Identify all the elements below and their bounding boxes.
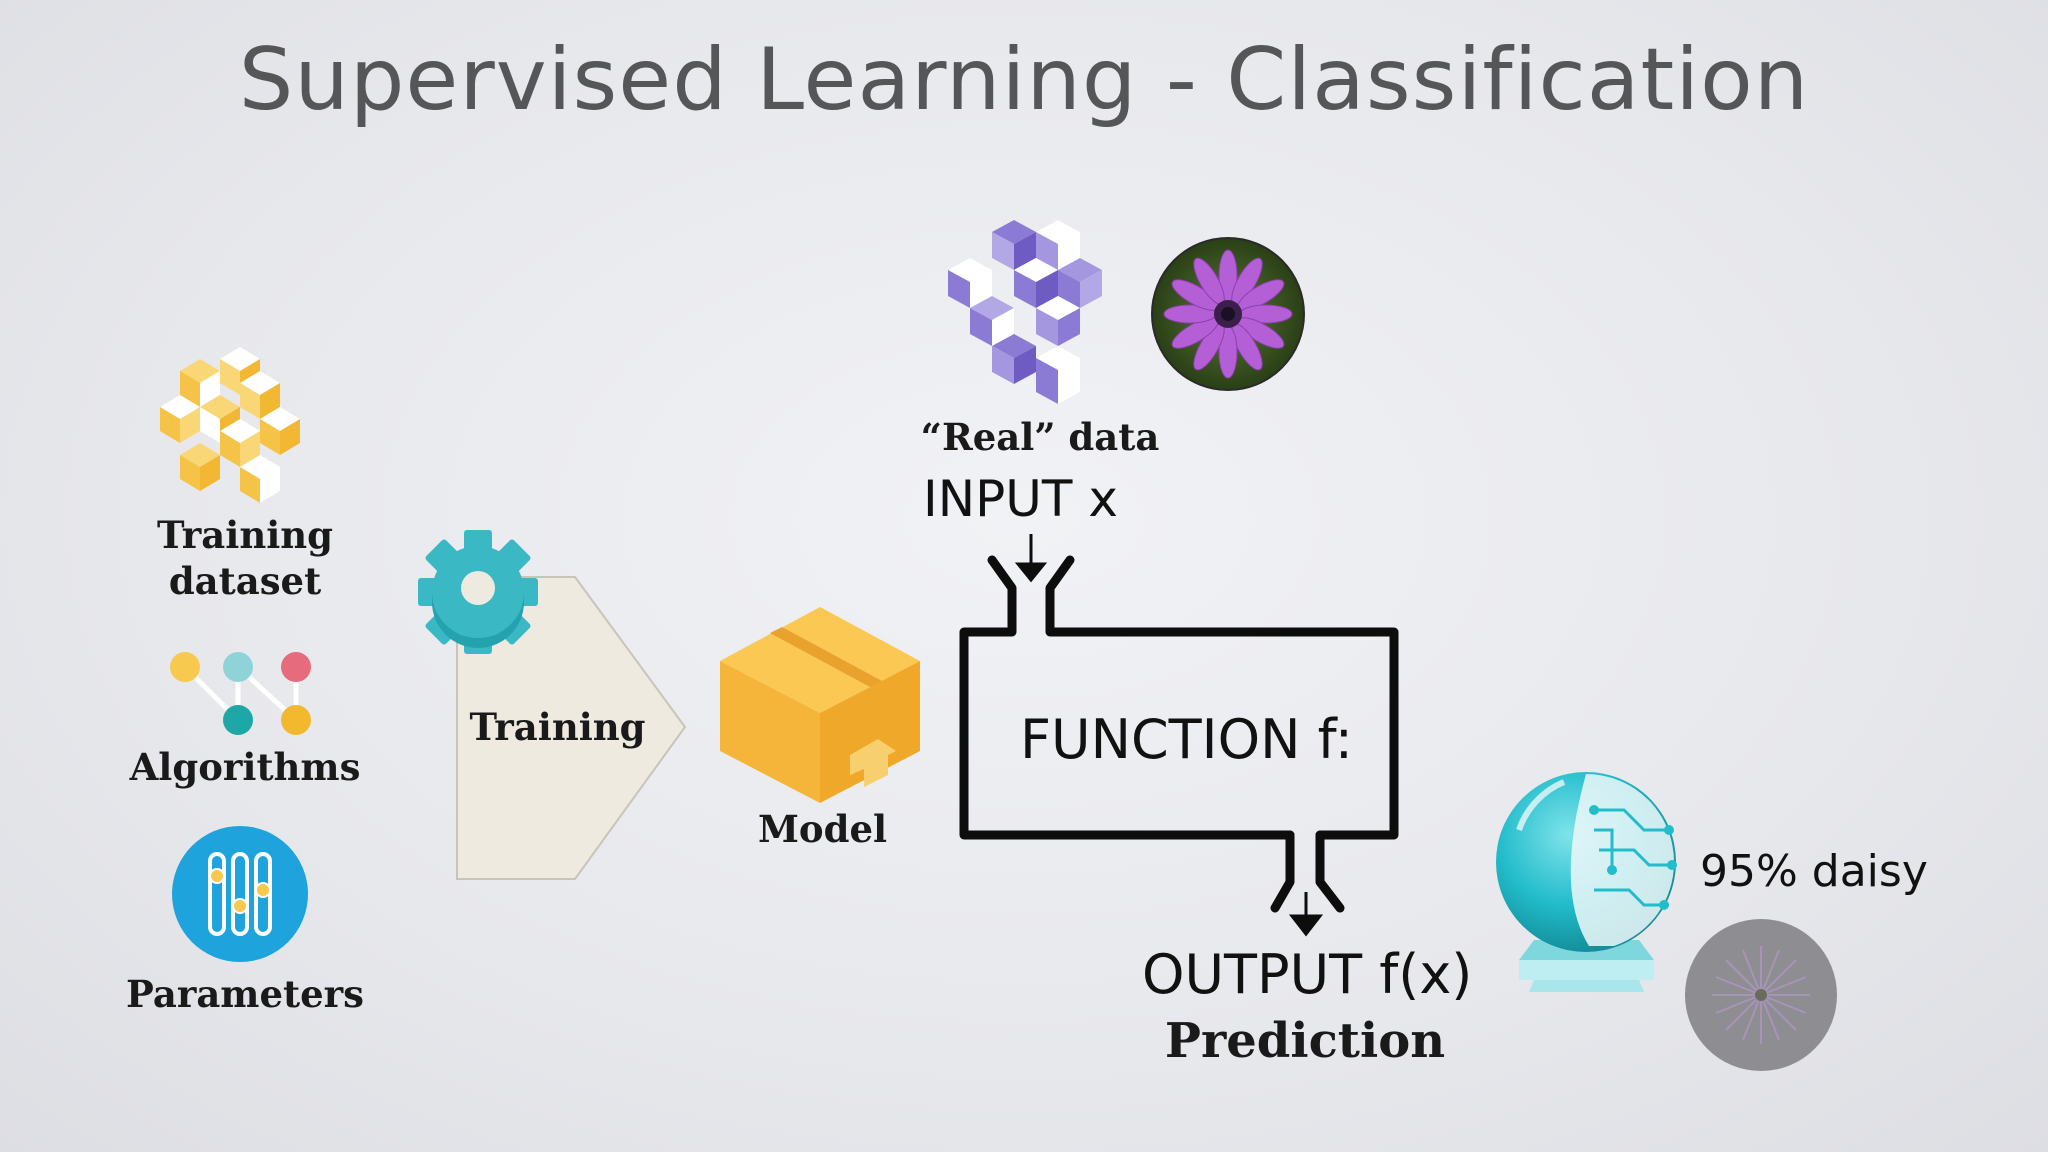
algorithms-nodes-icon [170, 652, 311, 735]
model-box-icon [720, 607, 920, 803]
real-data-cubes-icon [948, 220, 1102, 404]
daisy-filtered-image [1685, 919, 1837, 1071]
training-arrow-shape [456, 576, 687, 880]
gear-icon [418, 530, 538, 654]
parameters-sliders-icon [172, 826, 308, 962]
real-data-label: “Real” data [920, 415, 1160, 459]
result-label: 95% daisy [1700, 846, 1928, 897]
parameters-label: Parameters [126, 972, 364, 1016]
slide-title: Supervised Learning - Classification [238, 30, 1810, 130]
training-label: Training [469, 705, 646, 749]
prediction-label: Prediction [1164, 1013, 1446, 1069]
function-box-diagram [959, 534, 1399, 937]
training-dataset-label: Training dataset [156, 513, 334, 603]
output-label: OUTPUT f(x) [1142, 943, 1473, 1006]
model-label: Model [757, 807, 888, 851]
daisy-photo-image [1151, 237, 1305, 391]
input-x-label: INPUT x [923, 470, 1118, 528]
crystal-ball-icon [1496, 772, 1677, 992]
training-dataset-cubes-icon [160, 347, 300, 503]
function-label: FUNCTION f: [1020, 708, 1353, 771]
algorithms-label: Algorithms [129, 745, 361, 789]
